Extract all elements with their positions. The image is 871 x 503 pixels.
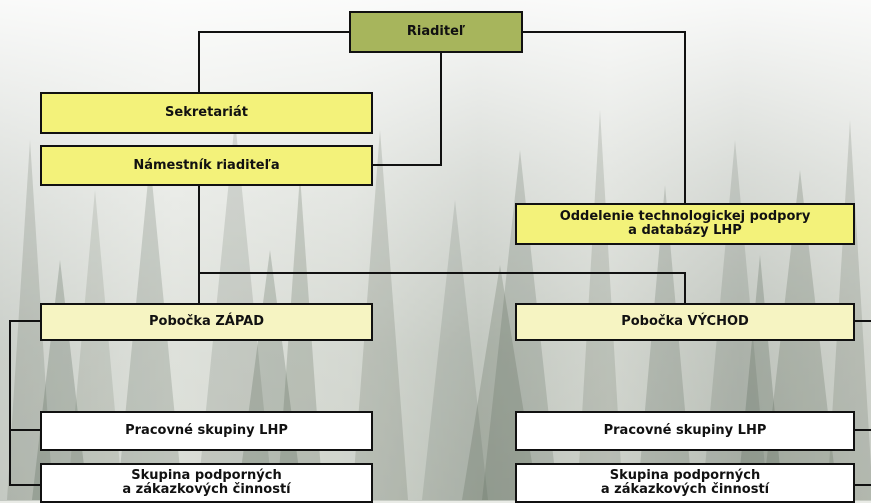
connector-west-groups [9,320,41,486]
branch-east-box: Pobočka VÝCHOD [515,303,855,341]
connector-branches [199,272,686,303]
tree-silhouette [352,130,408,500]
branch-west-box: Pobočka ZÁPAD [40,303,373,341]
connector-director-deputy [373,53,442,166]
tree-silhouette [422,200,488,500]
tech-support-dept-box: Oddelenie technologickej podpory a datab… [515,203,855,245]
connector-director-secretariat [198,31,349,92]
secretariat-box: Sekretariát [40,92,373,134]
east-work-groups-box: Pracovné skupiny LHP [515,411,855,451]
west-work-groups-box: Pracovné skupiny LHP [40,411,373,451]
connector-director-tech-dept [523,31,686,204]
director-box: Riaditeľ [349,11,523,53]
east-support-group-box: Skupina podporných a zákazkových činnost… [515,463,855,503]
deputy-director-box: Námestník riaditeľa [40,145,373,186]
west-support-group-box: Skupina podporných a zákazkových činnost… [40,463,373,503]
